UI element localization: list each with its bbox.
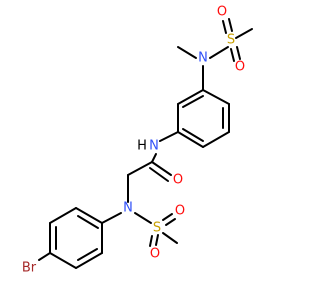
atom-o-top2: O xyxy=(235,60,245,75)
bond xyxy=(159,131,179,142)
bond xyxy=(177,89,204,105)
bond xyxy=(202,89,230,105)
bond xyxy=(149,235,153,247)
atom-labels: N S O O H N O N S O O Br xyxy=(22,5,245,276)
bond xyxy=(228,18,233,32)
bond xyxy=(155,234,159,246)
atom-s-top: S xyxy=(227,33,235,48)
bond xyxy=(77,248,98,261)
bond xyxy=(38,252,51,261)
bond xyxy=(236,46,241,60)
atom-h-amide: H xyxy=(137,139,147,154)
bond xyxy=(75,207,103,224)
atom-br: Br xyxy=(22,261,37,276)
bond xyxy=(151,153,157,163)
bond xyxy=(222,20,227,34)
bond xyxy=(127,161,153,176)
atom-o-mid2: O xyxy=(150,247,160,262)
bond xyxy=(134,212,152,224)
bond xyxy=(77,215,99,229)
bond xyxy=(149,167,169,182)
atom-n-amide: N xyxy=(149,139,159,154)
bond xyxy=(182,95,204,108)
bonds xyxy=(38,18,253,269)
atom-n-top: N xyxy=(198,51,208,66)
atom-n-mid: N xyxy=(123,201,133,216)
bond xyxy=(75,252,103,269)
bond xyxy=(177,131,204,148)
bond xyxy=(165,218,176,226)
atom-o-top1: O xyxy=(217,5,227,20)
bond xyxy=(202,131,230,148)
bond xyxy=(162,232,178,244)
bond xyxy=(230,48,235,62)
molecule-canvas: N S O O H N O N S O O Br xyxy=(21,4,253,276)
atom-o-mid1: O xyxy=(175,204,185,219)
bond xyxy=(235,28,253,39)
molecule-structure: N S O O H N O N S O O Br xyxy=(22,5,253,276)
bond xyxy=(182,128,204,142)
bond xyxy=(49,207,77,224)
bond xyxy=(101,212,122,224)
bond xyxy=(209,46,229,59)
bond xyxy=(49,252,77,269)
atom-s-mid: S xyxy=(153,221,161,236)
atom-o-amide: O xyxy=(173,173,183,188)
bond xyxy=(177,46,197,59)
bond xyxy=(162,213,173,221)
bond xyxy=(151,161,172,176)
